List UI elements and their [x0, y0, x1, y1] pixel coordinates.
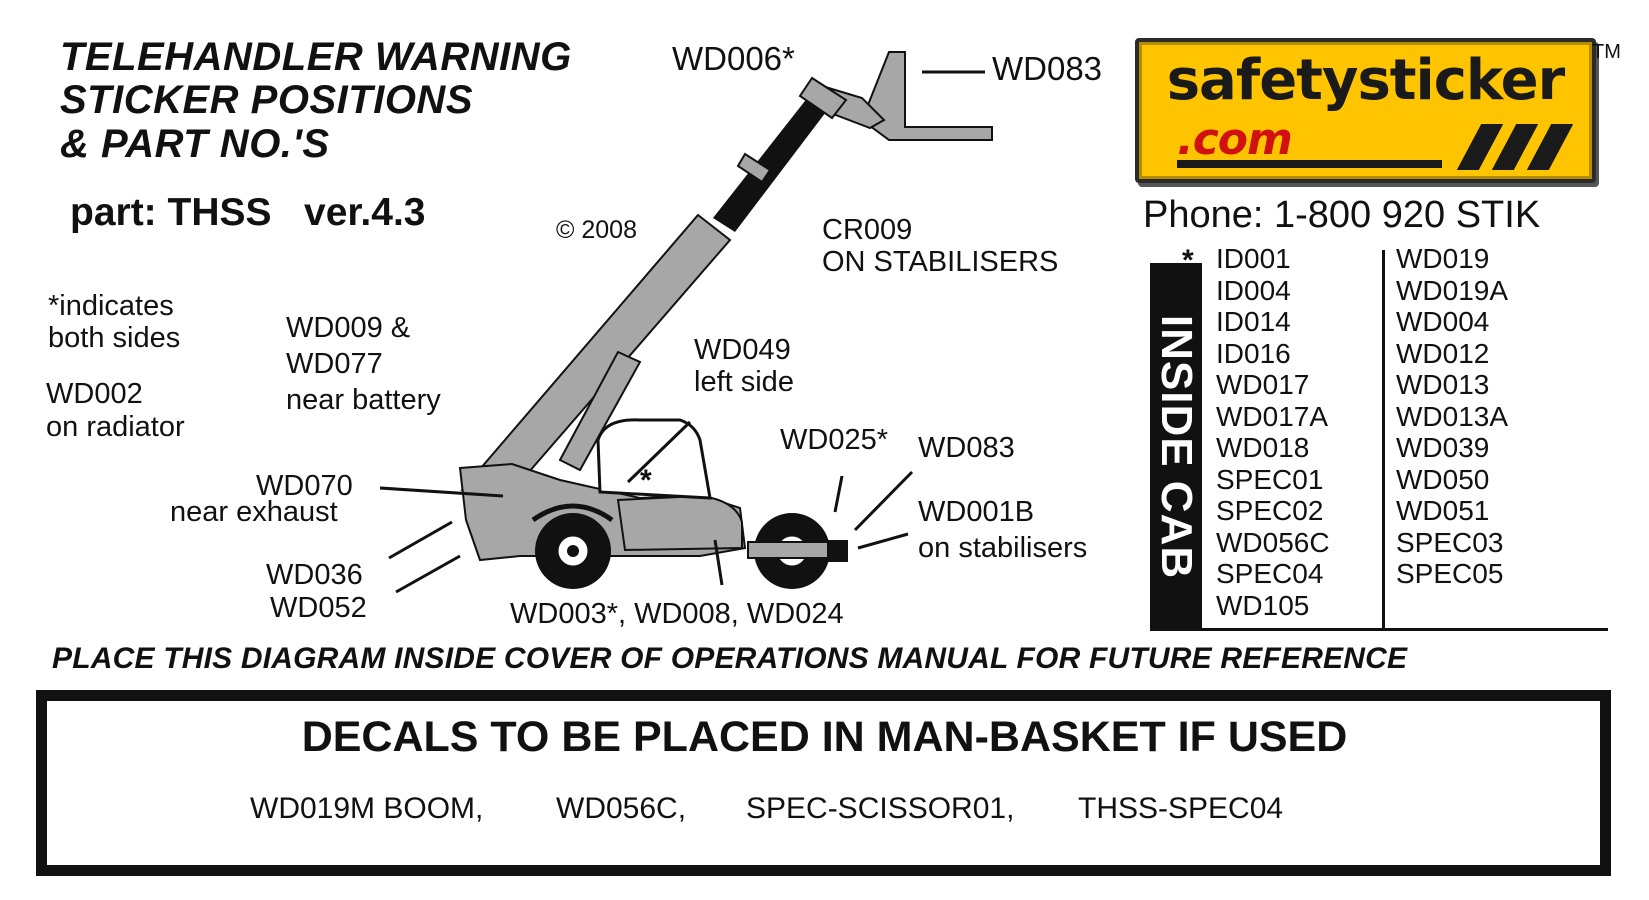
fork-carriage: [820, 51, 993, 141]
label-wd036: WD036: [266, 559, 363, 591]
inside-cab-item: WD019: [1396, 243, 1490, 274]
inside-cab-item: SPEC02: [1216, 495, 1324, 526]
label-wd077: WD077: [286, 348, 383, 380]
label-wd001b-location: on stabilisers: [918, 532, 1088, 564]
label-cr009: CR009: [822, 214, 913, 246]
label-battery-location: near battery: [286, 384, 441, 416]
label-wd002: WD002: [46, 378, 143, 410]
label-radiator-location: on radiator: [46, 411, 185, 443]
inside-cab-item: WD013: [1396, 369, 1490, 400]
asterisk-note-line-1: *indicates: [48, 290, 174, 322]
logo-sub-text: .com: [1177, 114, 1293, 165]
inside-cab-item: WD018: [1216, 432, 1310, 463]
inside-cab-item: WD019A: [1396, 274, 1509, 306]
inside-cab-item: SPEC05: [1396, 558, 1504, 589]
label-wd009: WD009 &: [286, 312, 411, 344]
label-wd006: WD006*: [672, 40, 795, 77]
inside-cab-item: ID004: [1216, 274, 1291, 306]
inside-cab-item: ID016: [1216, 337, 1291, 369]
phone-number: Phone: 1-800 920 STIK: [1143, 194, 1541, 236]
inside-cab-item: WD105: [1216, 589, 1310, 621]
logo-main-text: safetysticker: [1166, 48, 1566, 113]
inside-cab-bottom-rule: [1150, 628, 1608, 631]
trademark: TM: [1592, 41, 1621, 63]
stabiliser: [826, 540, 848, 562]
label-wd083-right: WD083: [918, 432, 1015, 464]
man-basket-item: THSS-SPEC04: [1078, 792, 1284, 825]
boom-head: [798, 76, 848, 120]
man-basket-item: WD019M BOOM,: [250, 792, 484, 825]
title-line-3: & PART NO.'S: [60, 122, 330, 166]
inside-cab-item: SPEC03: [1396, 526, 1504, 558]
safetysticker-logo: safetysticker .com: [1135, 38, 1596, 183]
hydraulic-ram: [558, 350, 642, 472]
asterisk-note-line-2: both sides: [48, 322, 181, 354]
inside-cab-item: WD013A: [1396, 400, 1509, 432]
inside-cab-item: SPEC04: [1216, 558, 1324, 589]
label-wd049: WD049: [694, 334, 791, 366]
logo-underline: [1177, 160, 1442, 168]
engine-cover: [616, 494, 743, 552]
label-wd070: WD070: [256, 470, 353, 502]
label-wd083-top: WD083: [992, 50, 1103, 87]
copyright: © 2008: [556, 216, 637, 244]
inside-cab-item: WD012: [1396, 337, 1490, 369]
inside-cab-item: ID001: [1216, 243, 1291, 274]
inside-cab-item: WD056C: [1216, 526, 1330, 558]
reference-note: PLACE THIS DIAGRAM INSIDE COVER OF OPERA…: [52, 642, 1408, 675]
man-basket-item: WD056C,: [556, 792, 687, 825]
inside-cab-item: WD017A: [1216, 400, 1329, 432]
title-line-2: STICKER POSITIONS: [60, 78, 473, 122]
front-fender: [531, 503, 614, 523]
label-wd025: WD025*: [780, 424, 888, 456]
rear-axle: [747, 541, 829, 559]
inside-cab-item: WD004: [1396, 306, 1490, 337]
front-wheel: [535, 513, 611, 589]
title-line-1: TELEHANDLER WARNING: [60, 35, 572, 79]
label-wd052: WD052: [270, 592, 367, 624]
label-wd001b: WD001B: [918, 496, 1035, 528]
label-exhaust-location: near exhaust: [170, 496, 338, 528]
inside-cab-column-divider: [1382, 250, 1385, 630]
boom-bracket: [736, 152, 772, 184]
man-basket-title: DECALS TO BE PLACED IN MAN-BASKET IF USE…: [301, 713, 1348, 761]
label-wd003-wd008-wd024: WD003*, WD008, WD024: [510, 598, 844, 630]
leader-lines: [379, 70, 985, 594]
cab-asterisk-marker: *: [640, 464, 652, 497]
inside-cab-item: WD039: [1396, 432, 1490, 463]
inside-cab-asterisk: *: [1182, 244, 1194, 277]
man-basket-box: [36, 690, 1611, 876]
inside-cab-banner: [1150, 263, 1202, 631]
inside-cab-label: INSIDE CAB: [1152, 314, 1201, 580]
boom-inner: [713, 92, 832, 232]
inside-cab-item: WD050: [1396, 463, 1490, 495]
label-cr009-location: ON STABILISERS: [822, 246, 1059, 278]
label-wd049-location: left side: [694, 366, 794, 398]
inside-cab-item: SPEC01: [1216, 463, 1324, 495]
inside-cab-item: WD051: [1396, 495, 1490, 526]
cab: [596, 418, 712, 500]
man-basket-item: SPEC-SCISSOR01,: [746, 792, 1015, 825]
part-version-label: part: THSS ver.4.3: [70, 191, 426, 234]
inside-cab-item: WD017: [1216, 369, 1310, 400]
inside-cab-item: ID014: [1216, 306, 1291, 337]
